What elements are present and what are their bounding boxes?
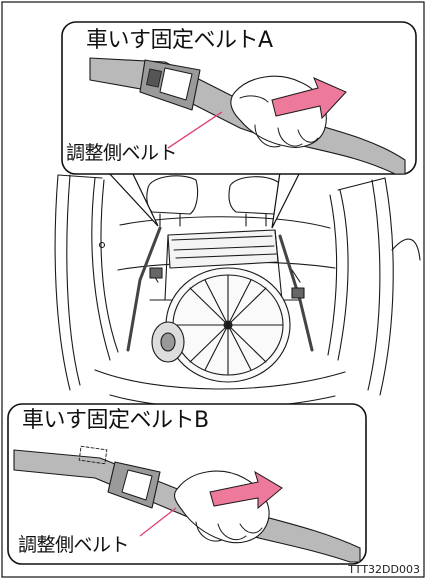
belt-b-illustration xyxy=(13,445,361,563)
callout-b-adjust-label: 調整側ベルト xyxy=(18,534,130,556)
pointer-line-b xyxy=(139,507,177,537)
callout-a-adjust-label: 調整側ベルト xyxy=(66,142,178,164)
callout-a-title: 車いす固定ベルトA xyxy=(86,28,273,53)
pull-arrow-b xyxy=(209,470,283,510)
pull-arrow-a xyxy=(271,77,347,120)
vehicle-interior-illustration xyxy=(54,174,421,409)
pointer-line-a xyxy=(167,111,223,149)
callout-a-connectors xyxy=(106,171,301,229)
callout-b-title: 車いす固定ベルトB xyxy=(22,408,209,433)
figure-code: TTT32DD003 xyxy=(348,563,420,576)
